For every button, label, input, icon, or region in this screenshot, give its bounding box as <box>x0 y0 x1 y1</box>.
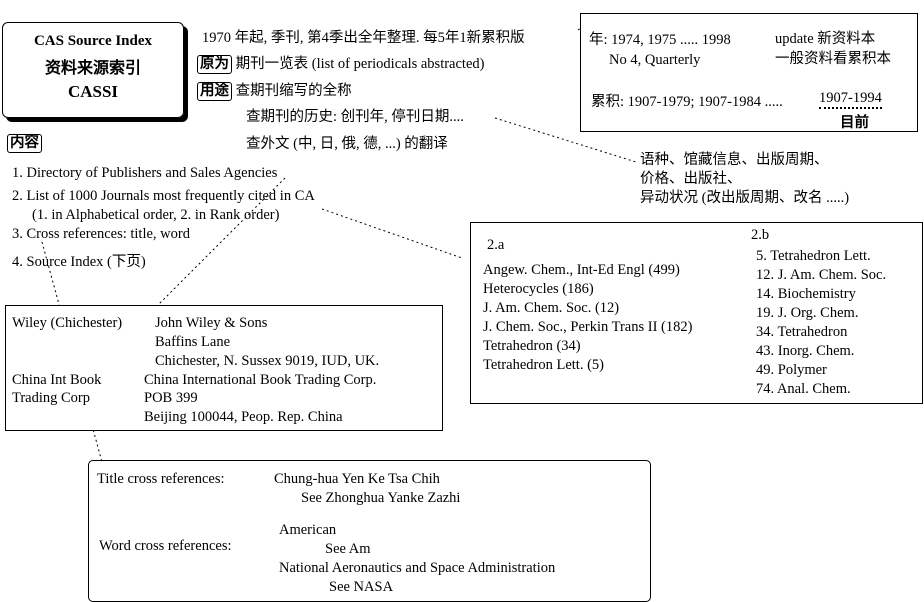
list-item: J. Am. Chem. Soc. (12) <box>483 300 620 316</box>
connector-journals <box>321 208 463 259</box>
publisher-line: John Wiley & Sons <box>155 315 268 331</box>
connector-publishers <box>156 177 286 307</box>
list-item: 49. Polymer <box>756 362 827 378</box>
use-text-3: 查外文 (中, 日, 俄, 德, ...) 的翻译 <box>246 136 448 152</box>
current-range: 1907-1994 <box>819 90 882 109</box>
list-item: 19. J. Org. Chem. <box>756 305 859 321</box>
origin-text: 期刊一览表 (list of periodicals abstracted) <box>235 56 485 72</box>
list-item: 5. Tetrahedron Lett. <box>756 248 871 264</box>
publisher-line: Baffins Lane <box>155 334 231 350</box>
quarterly: No 4, Quarterly <box>609 52 701 68</box>
word-xref-2: National Aeronautics and Space Administr… <box>279 560 556 576</box>
list-item: 12. J. Am. Chem. Soc. <box>756 267 887 283</box>
list-item: 14. Biochemistry <box>756 286 856 302</box>
list-b: 5. Tetrahedron Lett. 12. J. Am. Chem. So… <box>756 247 886 399</box>
publisher-abbr: Wiley (Chichester) <box>12 315 123 331</box>
year-line: 年: 1974, 1975 ..... 1998 <box>589 32 731 48</box>
contents-item: 1. Directory of Publishers and Sales Age… <box>12 165 278 181</box>
publisher-line: China International Book Trading Corp. <box>144 372 377 388</box>
publisher-abbr: China Int Book <box>12 372 102 388</box>
journals-box: 2.a Angew. Chem., Int-Ed Engl (499) Hete… <box>470 222 923 404</box>
update-1: update 新资料本 <box>775 31 876 47</box>
title-xref-label: Title cross references: <box>97 471 225 487</box>
update-2: 一般资料看累积本 <box>775 51 891 67</box>
contents-item: 4. Source Index (下页) <box>12 254 146 270</box>
title-zh: 资料来源索引 <box>44 60 141 77</box>
list-a: Angew. Chem., Int-Ed Engl (499) Heterocy… <box>483 261 692 375</box>
publisher-line: Chichester, N. Sussex 9019, IUD, UK. <box>155 353 380 369</box>
list-item: Angew. Chem., Int-Ed Engl (499) <box>483 262 680 278</box>
use-text-1: 查期刊缩写的全称 <box>235 83 352 99</box>
current-label: 目前 <box>840 115 869 131</box>
word-xref-label: Word cross references: <box>99 538 232 554</box>
list-item: Tetrahedron Lett. (5) <box>483 357 604 373</box>
title-xref-from: Chung-hua Yen Ke Tsa Chih <box>274 471 440 487</box>
header-line: 1970 年起, 季刊, 第4季出全年整理. 每5年1新累积版 <box>202 30 525 46</box>
list-item: J. Chem. Soc., Perkin Trans II (182) <box>483 319 693 335</box>
use-text-2: 查期刊的历史: 创刊年, 停刊日期.... <box>246 109 464 125</box>
list-item: Tetrahedron (34) <box>483 338 581 354</box>
publishers-box: Wiley (Chichester) John Wiley & Sons Baf… <box>5 305 443 431</box>
cross-refs-box: Title cross references: Chung-hua Yen Ke… <box>88 460 651 602</box>
year-box: 年: 1974, 1975 ..... 1998 No 4, Quarterly… <box>580 13 918 132</box>
history-line-1: 语种、馆藏信息、出版周期、 <box>640 152 829 168</box>
history-line-2: 价格、出版社、 <box>640 171 742 187</box>
list-item: Heterocycles (186) <box>483 281 594 297</box>
origin-tag: 原为 <box>197 55 232 74</box>
contents-item: 3. Cross references: title, word <box>12 226 190 242</box>
title-box: CAS Source Index 资料来源索引 CASSI <box>2 22 184 118</box>
cumulative: 累积: 1907-1979; 1907-1984 ..... <box>591 94 783 110</box>
word-xref-1-see: See Am <box>325 541 371 557</box>
publisher-line: Beijing 100044, Peop. Rep. China <box>144 409 343 425</box>
use-row: 用途 查期刊缩写的全称 <box>197 79 352 101</box>
title-abbr: CASSI <box>67 82 119 101</box>
publisher-line: POB 399 <box>144 390 198 406</box>
title-en: CAS Source Index <box>33 33 153 49</box>
contents-tag: 内容 <box>7 134 42 153</box>
title-xref-see: See Zhonghua Yanke Zazhi <box>301 490 461 506</box>
history-line-3: 异动状况 (改出版周期、改名 .....) <box>640 190 850 206</box>
contents-item: (1. in Alphabetical order, 2. in Rank or… <box>32 207 280 223</box>
word-xref-1: American <box>279 522 337 538</box>
list-item: 34. Tetrahedron <box>756 324 848 340</box>
publisher-abbr: Trading Corp <box>12 390 91 406</box>
list-a-label: 2.a <box>487 237 505 253</box>
contents-item: 2. List of 1000 Journals most frequently… <box>12 188 315 204</box>
list-item: 74. Anal. Chem. <box>756 381 851 397</box>
origin-row: 原为 期刊一览表 (list of periodicals abstracted… <box>197 52 484 74</box>
history-note: 语种、馆藏信息、出版周期、 价格、出版社、 异动状况 (改出版周期、改名 ...… <box>640 151 849 208</box>
list-item: 43. Inorg. Chem. <box>756 343 855 359</box>
word-xref-2-see: See NASA <box>329 579 394 595</box>
use-tag: 用途 <box>197 82 232 101</box>
list-b-label: 2.b <box>751 227 770 243</box>
